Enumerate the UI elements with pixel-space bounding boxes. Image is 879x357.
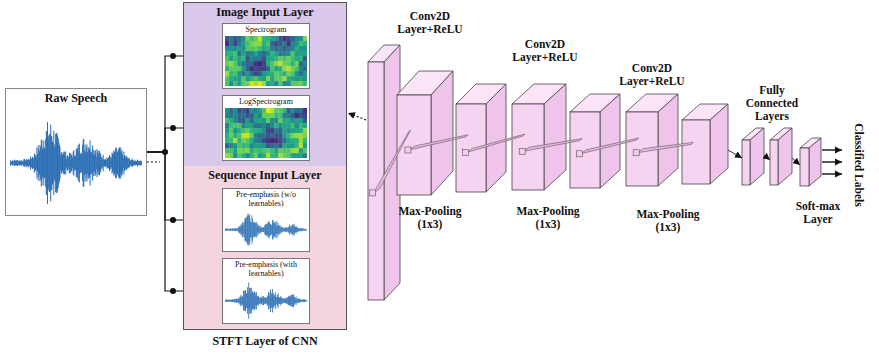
input-signal-box: Raw Speech — [5, 88, 147, 216]
thumb-label: Spectrogram — [225, 26, 307, 35]
sequence-input-region: Pre-emphasis (w/o learnables) Pre-emphasi… — [184, 166, 346, 329]
spectrogram-box: Spectrogram — [222, 23, 310, 89]
pooling-label: Max-Pooling (1x3) — [628, 208, 708, 234]
dense-links — [728, 150, 800, 165]
preemphasis-box: Pre-emphasis (with learnables) — [222, 258, 310, 324]
stft-layer-panel: SpectrogramLogSpectrogram Image Input Lay… — [183, 2, 347, 330]
feature-map-block — [456, 84, 506, 192]
output-arrows — [822, 150, 842, 174]
layer-label: Conv2D Layer+ReLU — [607, 62, 697, 88]
thumb-image — [225, 280, 307, 321]
panel-caption: STFT Layer of CNN — [164, 335, 366, 349]
thumb-image — [225, 36, 307, 86]
dotted-arrow — [348, 113, 366, 120]
layer-label: Soft-max Layer — [788, 200, 848, 226]
waveform-image — [225, 210, 307, 249]
pooling-label: Max-Pooling (1x3) — [390, 205, 470, 231]
output-label: Classified Labels — [851, 123, 864, 206]
box-title: Raw Speech — [10, 92, 142, 106]
spectrogram-image — [225, 108, 307, 158]
thumb-label: Pre-emphasis (w/o learnables) — [225, 191, 307, 209]
fully-connected-slab — [770, 128, 792, 185]
layer-label: Conv2D Layer+ReLU — [500, 38, 590, 64]
pooling-label: Max-Pooling (1x3) — [508, 205, 588, 231]
input-slab — [368, 45, 400, 300]
layer-label: Conv2D Layer+ReLU — [385, 10, 475, 36]
layer-label: Fully Connected Layers — [740, 84, 804, 124]
spectrogram-image — [225, 36, 307, 86]
fully-connected-slab — [742, 128, 764, 185]
speech-waveform — [10, 115, 142, 211]
logspectrogram-box: LogSpectrogram — [222, 95, 310, 161]
feature-map-block — [397, 71, 453, 195]
preemphasis-box: Pre-emphasis (w/o learnables) — [222, 188, 310, 252]
cnn-illustration — [368, 45, 842, 300]
waveform-image — [225, 280, 307, 321]
thumb-image — [225, 210, 307, 249]
softmax-slab — [800, 138, 821, 186]
kernel-prisms — [370, 130, 694, 196]
image-input-region: SpectrogramLogSpectrogram Image Input Lay… — [184, 3, 346, 166]
thumb-label: LogSpectrogram — [225, 98, 307, 107]
thumb-label: Pre-emphasis (with learnables) — [225, 261, 307, 279]
region-heading: Sequence Input Layer — [184, 166, 346, 183]
dotted-arrow — [147, 161, 160, 162]
region-heading: Image Input Layer — [184, 3, 346, 20]
thumb-image — [225, 108, 307, 158]
